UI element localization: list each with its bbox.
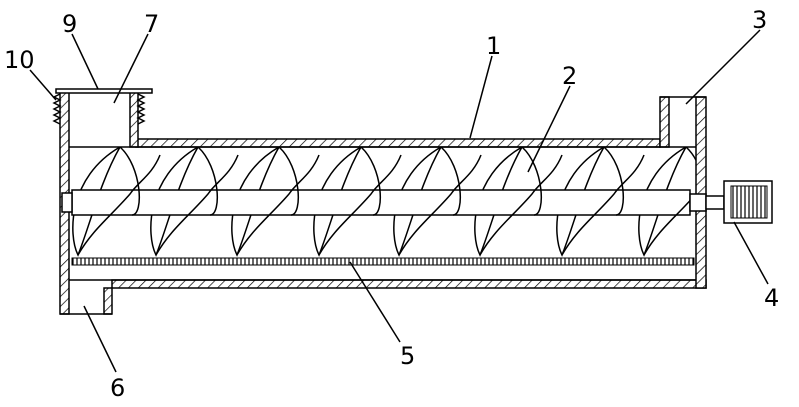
screw [71, 147, 696, 257]
label-4: 4 [764, 284, 779, 312]
outlet-right-wall [103, 287, 113, 315]
outlet-3-left-wall [659, 96, 670, 148]
left-bearing [61, 192, 73, 213]
cover-plate [55, 88, 153, 94]
label-1: 1 [486, 32, 501, 60]
label-7: 7 [144, 10, 159, 38]
screw-flight-edge [360, 147, 382, 216]
motor-shaft [705, 195, 725, 210]
leader-lines [29, 29, 769, 373]
housing-bottom-wall [111, 279, 707, 289]
spring-right-icon [136, 93, 146, 125]
screw-flight-edge [440, 147, 462, 216]
screw-flight-front [155, 154, 239, 256]
screw-flight-front [479, 154, 563, 256]
label-6: 6 [110, 374, 125, 402]
inlet-cover [52, 88, 153, 125]
right-coupling [689, 193, 707, 212]
screw-flight-front [398, 154, 482, 256]
screw-flight-edge [197, 147, 219, 216]
screw-flight-edge [685, 147, 696, 162]
label-9: 9 [62, 10, 77, 38]
screw-shaft [71, 189, 691, 216]
label-10: 10 [4, 46, 35, 74]
screw-flight-edge [278, 147, 300, 216]
screw-flight-front [318, 154, 402, 256]
label-2: 2 [562, 62, 577, 90]
motor-fins [730, 185, 768, 219]
screw-flight-edge [521, 147, 543, 216]
screw-flight-front [561, 154, 645, 256]
inlet-right-wall [129, 91, 139, 148]
screw-flight-front [77, 154, 161, 256]
screw-flight-front [236, 154, 320, 256]
label-3: 3 [752, 6, 767, 34]
label-5: 5 [400, 342, 415, 370]
housing-top-wall [135, 138, 661, 148]
housing-right-wall [695, 96, 707, 289]
screen-mesh [71, 257, 695, 266]
screw-flight-edge [603, 147, 625, 216]
screw-flight-edge [119, 147, 141, 216]
spring-left-icon [52, 93, 62, 125]
motor [723, 180, 773, 224]
